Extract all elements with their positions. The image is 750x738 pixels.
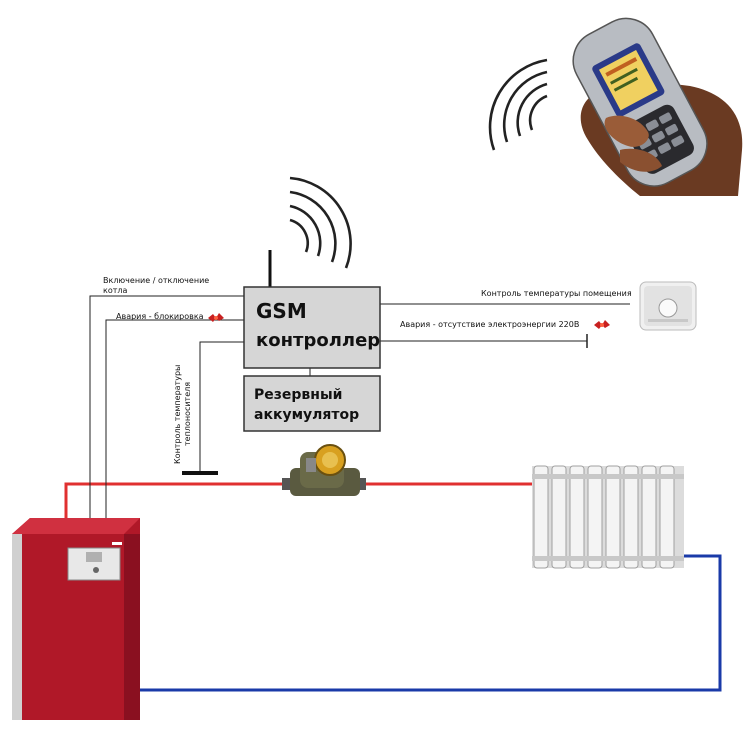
boiler-switch-label-line2: котла <box>103 286 128 295</box>
circulation-pump-icon <box>282 444 366 496</box>
control-wires <box>89 295 630 548</box>
battery-title-line2: аккумулятор <box>254 407 359 423</box>
radiator-icon <box>532 465 684 569</box>
mobile-phone-in-hand-icon <box>572 17 743 196</box>
wireless-signal-icon <box>289 176 352 269</box>
room-thermostat-icon <box>639 281 697 331</box>
alarm-spark-icon <box>208 313 224 322</box>
battery-title-line1: Резервный <box>254 387 342 403</box>
power-alarm-label: Авария - отсутствие электроэнергии 220В <box>400 320 579 329</box>
alarm-block-label: Авария - блокировка <box>116 312 204 321</box>
coolant-temp-label-line2: теплоносителя <box>183 382 192 446</box>
controller-title-line2: контроллер <box>256 330 380 351</box>
gsm-controller-box <box>243 286 381 369</box>
backup-battery-box <box>243 375 381 432</box>
supply-pipe <box>64 482 534 520</box>
return-pipe <box>136 554 722 692</box>
alarm-spark-icon <box>594 320 610 329</box>
gas-boiler-icon <box>12 518 140 720</box>
coolant-temp-label-line1: Контроль температуры <box>173 365 182 464</box>
phone-signal-icon <box>488 58 548 151</box>
room-temp-label: Контроль температуры помещения <box>481 289 632 298</box>
controller-title-line1: GSM <box>256 299 307 323</box>
coolant-temp-sensor <box>182 471 218 475</box>
boiler-switch-label-line1: Включение / отключение <box>103 276 209 285</box>
